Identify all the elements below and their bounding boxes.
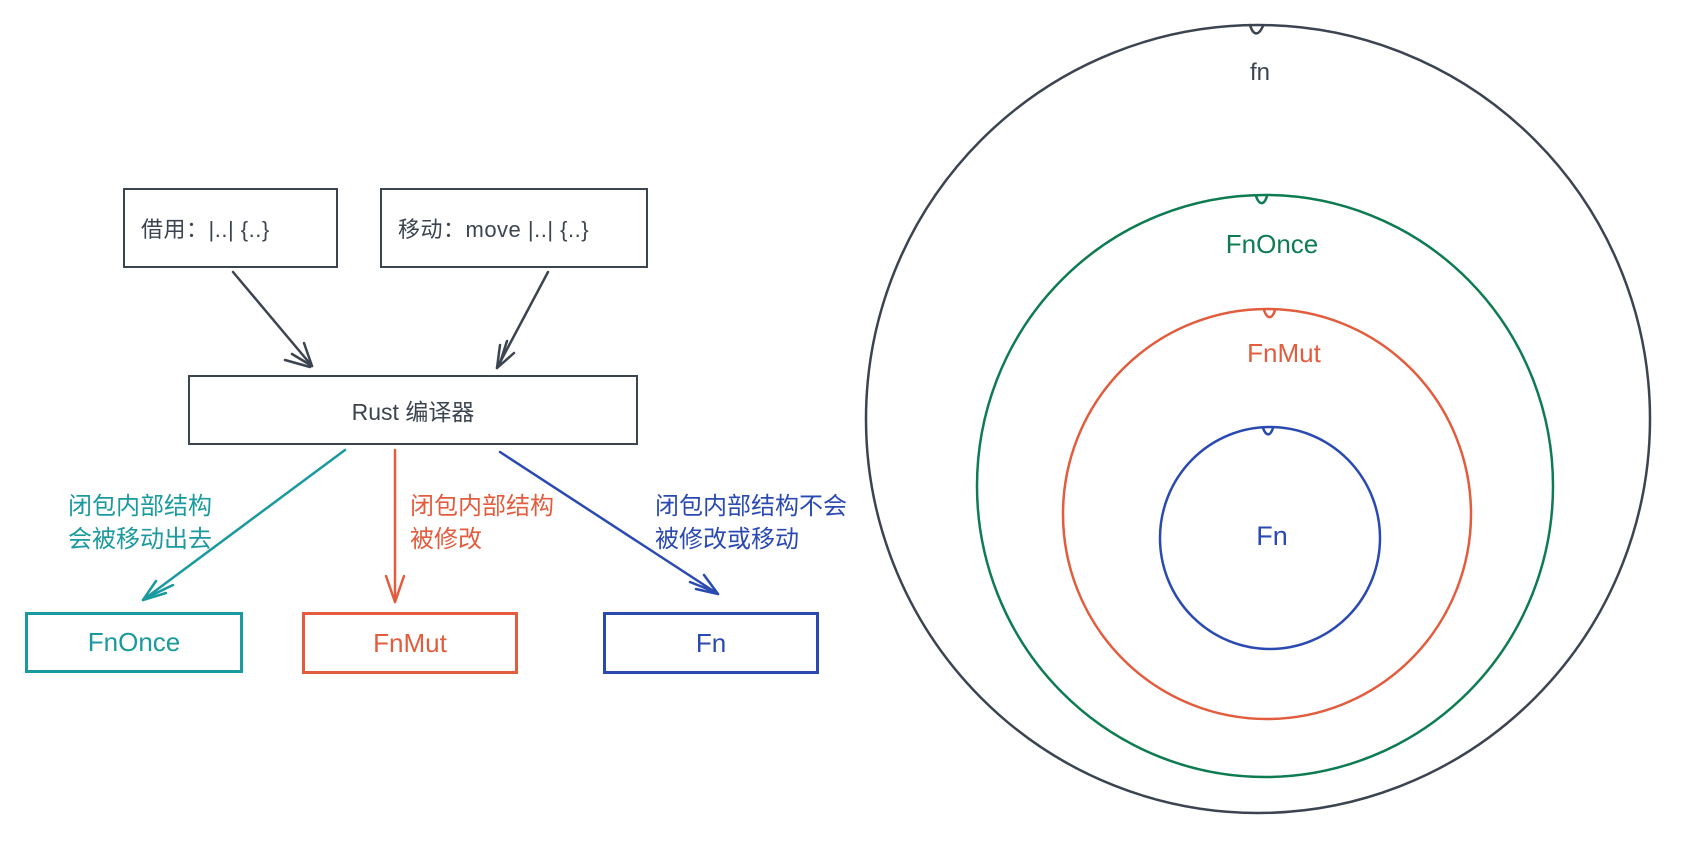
ring-label-fn-outer: fn (1249, 59, 1271, 86)
fnmut-box-label: FnMut (373, 627, 447, 658)
arrow-borrow-to-compiler (231, 270, 314, 369)
ring-label-fnmut: FnMut (1247, 338, 1321, 368)
ring-fnmut (1061, 307, 1473, 721)
fnmut-branch-label: 闭包内部结构 被修改 (410, 490, 554, 556)
fnonce-box-label: FnOnce (87, 627, 181, 657)
fn-branch-line2: 被修改或移动 (655, 526, 799, 553)
ring-label-fn-inner: Fn (1256, 521, 1288, 551)
rust-compiler-label: Rust 编译器 (351, 399, 475, 425)
ring-fnmut-notch (1262, 308, 1277, 319)
arrow-compiler-to-fnonce (141, 448, 347, 602)
fnonce-branch-line1: 闭包内部结构 (68, 493, 212, 520)
fnmut-branch-line2: 被修改 (410, 526, 482, 553)
ring-fnonce-notch (1254, 194, 1269, 205)
arrow-move-to-compiler (495, 270, 550, 370)
fnmut-box: FnMut (302, 612, 518, 674)
move-closure-box: 移动：move |..| {..} (380, 188, 648, 268)
move-closure-label: 移动：move |..| {..} (398, 217, 590, 242)
fnonce-box: FnOnce (25, 612, 243, 673)
borrow-closure-label: 借用：|..| {..} (141, 217, 270, 242)
fn-branch-label: 闭包内部结构不会 被修改或移动 (655, 490, 847, 556)
ring-fnonce (975, 193, 1555, 779)
rust-compiler-box: Rust 编译器 (188, 375, 638, 445)
ring-fn-inner-notch (1261, 426, 1275, 436)
arrow-compiler-to-fn (498, 450, 720, 596)
fn-branch-line1: 闭包内部结构不会 (655, 493, 847, 520)
fnonce-branch-line2: 会被移动出去 (68, 526, 212, 553)
fnmut-branch-line1: 闭包内部结构 (410, 493, 554, 520)
fn-box: Fn (603, 612, 819, 674)
ring-fn-outer (864, 23, 1652, 815)
ring-fn-outer-notch (1248, 23, 1265, 35)
arrow-compiler-to-fnmut (384, 448, 406, 604)
fnonce-branch-label: 闭包内部结构 会被移动出去 (68, 490, 212, 556)
borrow-closure-box: 借用：|..| {..} (123, 188, 338, 268)
ring-fn-inner (1158, 425, 1382, 651)
fn-box-label: Fn (695, 627, 727, 658)
ring-label-fnonce: FnOnce (1225, 229, 1319, 259)
